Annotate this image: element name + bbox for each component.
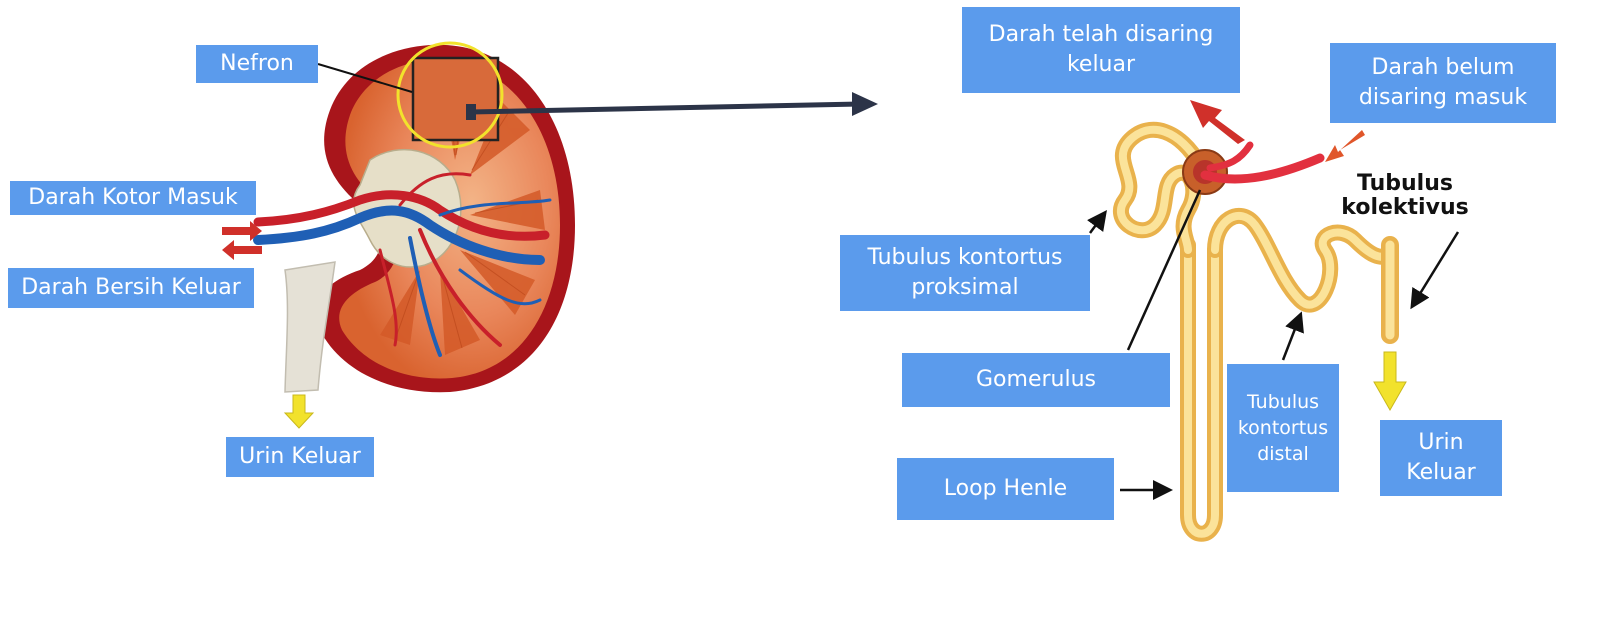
yellow-down-arrow-icon [1373, 351, 1407, 412]
afferent-arteriole [1200, 153, 1325, 184]
distal-tubule [1207, 207, 1398, 313]
kidney [253, 41, 575, 393]
loop-of-henle [1180, 237, 1223, 542]
tubulus-kontortus-distal-label: Tubulus kontortus distal [1227, 364, 1339, 492]
blood-flow-arrows [1190, 100, 1365, 162]
urin-keluar-right-label: Urin Keluar [1380, 420, 1502, 496]
red-left-right-arrows-icon [222, 221, 262, 260]
nephron [1113, 121, 1399, 542]
darah-telah-disaring-label: Darah telah disaring keluar [962, 7, 1240, 93]
renal-vessels [253, 172, 552, 357]
nefron-label: Nefron [196, 45, 318, 83]
urin-keluar-left-label: Urin Keluar [226, 437, 374, 477]
incoming-blood-arrow-icon [1325, 130, 1365, 162]
darah-bersih-keluar-label: Darah Bersih Keluar [8, 268, 254, 308]
efferent-arteriole [1206, 141, 1254, 172]
nefron-leader-line [317, 63, 413, 93]
outgoing-blood-arrow-icon [1190, 100, 1245, 144]
leader-lines [1087, 189, 1460, 500]
darah-belum-disaring-label: Darah belum disaring masuk [1330, 43, 1556, 123]
nefron-highlight-circle [396, 41, 504, 149]
tubulus-kolektivus-label: Tubulus kolektivus [1341, 171, 1469, 220]
darah-kotor-masuk-label: Darah Kotor Masuk [10, 181, 256, 215]
nefron-window [411, 56, 500, 142]
loop-henle-label: Loop Henle [897, 458, 1114, 520]
tubulus-kontortus-proksimal-label: Tubulus kontortus proksimal [840, 235, 1090, 311]
gomerulus-label: Gomerulus [902, 353, 1170, 407]
yellow-down-arrow-icon [283, 394, 315, 429]
ureter [284, 261, 336, 393]
zoom-connector-arrow [466, 92, 878, 120]
